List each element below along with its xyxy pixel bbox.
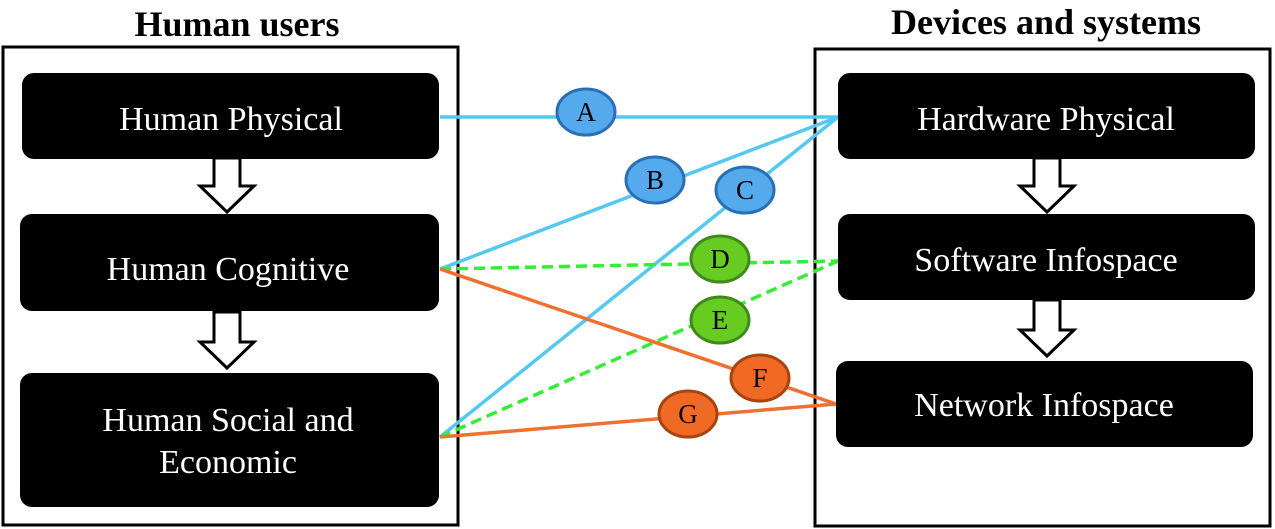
link-line-c (438, 115, 840, 439)
down-arrow-icon (196, 310, 258, 371)
node-human-cognitive: Human Cognitive (20, 214, 439, 311)
node-label: Hardware Physical (917, 101, 1175, 138)
node-human-social-economic: Human Social and Economic (20, 373, 439, 507)
link-badge-d: D (689, 234, 751, 284)
node-hardware-physical: Hardware Physical (838, 73, 1255, 159)
link-badge-b: B (624, 155, 686, 205)
node-label-line1: Human Social and (102, 402, 353, 439)
devices-systems-frame (813, 47, 1272, 528)
link-badge-e: E (689, 295, 751, 345)
link-badge-label: E (712, 305, 729, 335)
node-label: Human Cognitive (107, 251, 350, 288)
link-badge-f: F (729, 353, 791, 403)
left-column-title: Human users (134, 4, 339, 44)
down-arrow-icon (1016, 298, 1078, 359)
node-label: Software Infospace (914, 242, 1177, 279)
node-label-line2: Economic (159, 444, 297, 481)
down-arrow-icon (196, 156, 258, 215)
node-label: Human Physical (119, 101, 343, 138)
link-badge-label: C (736, 175, 754, 205)
link-line-g (439, 402, 837, 439)
node-human-physical: Human Physical (22, 73, 439, 159)
link-badge-label: D (710, 244, 730, 274)
link-badge-label: F (752, 363, 767, 393)
node-network-infospace: Network Infospace (836, 361, 1253, 447)
link-badge-label: G (678, 399, 698, 429)
link-badge-a: A (555, 87, 617, 137)
down-arrow-icon (1016, 156, 1078, 215)
node-label: Network Infospace (914, 387, 1174, 424)
link-badge-label: A (576, 97, 596, 127)
link-badge-g: G (657, 389, 719, 439)
link-line-e (439, 259, 839, 439)
link-badge-c: C (714, 165, 776, 215)
link-line-d (439, 259, 839, 271)
right-column-title: Devices and systems (891, 2, 1201, 42)
human-users-frame (1, 45, 460, 527)
link-badges: A B C D EF G (555, 87, 791, 439)
link-badge-label: B (646, 165, 664, 195)
node-software-infospace: Software Infospace (838, 214, 1255, 300)
